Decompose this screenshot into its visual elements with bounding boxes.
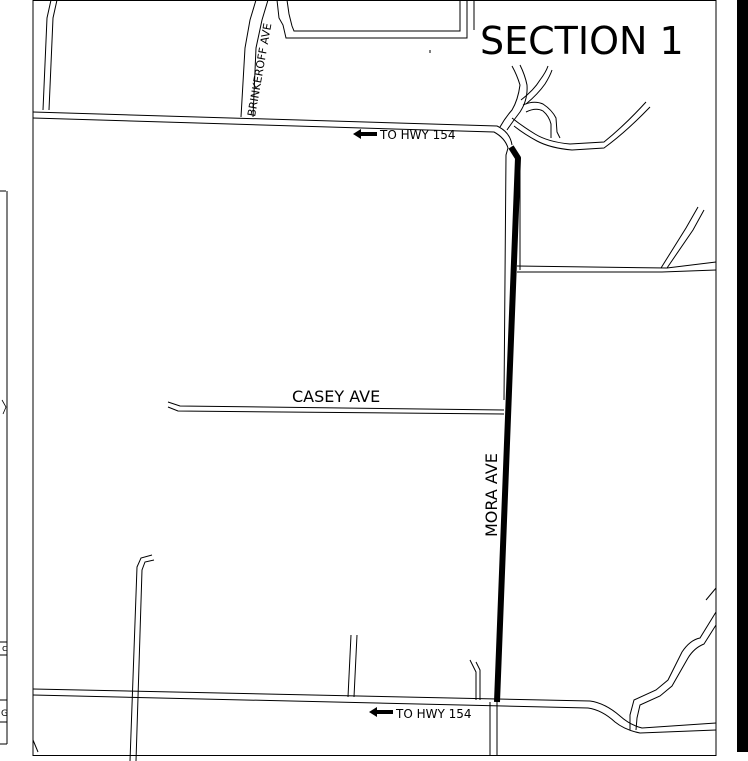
edge-fragment-2: G: [1, 709, 8, 719]
direction-label-north: TO HWY 154: [379, 128, 456, 142]
road-network: [32, 0, 717, 761]
edge-fragment-1: c: [2, 644, 7, 654]
left-arrow-icon: [369, 707, 393, 717]
direction-north: TO HWY 154: [353, 128, 456, 142]
map-frame: [32, 0, 717, 756]
section-title: SECTION 1: [480, 19, 684, 63]
mora-ave-roadway: [503, 147, 521, 401]
direction-label-south: TO HWY 154: [395, 707, 472, 721]
left-arrow-icon: [353, 129, 377, 139]
road-label-mora: MORA AVE: [482, 453, 501, 537]
road-label-casey: CASEY AVE: [292, 387, 380, 406]
sheet-edge-bar: [737, 0, 748, 752]
mora-ave-project-segment: [494, 145, 521, 703]
adjacent-sheet-fragment: c G: [0, 190, 8, 745]
direction-south: TO HWY 154: [369, 707, 472, 721]
